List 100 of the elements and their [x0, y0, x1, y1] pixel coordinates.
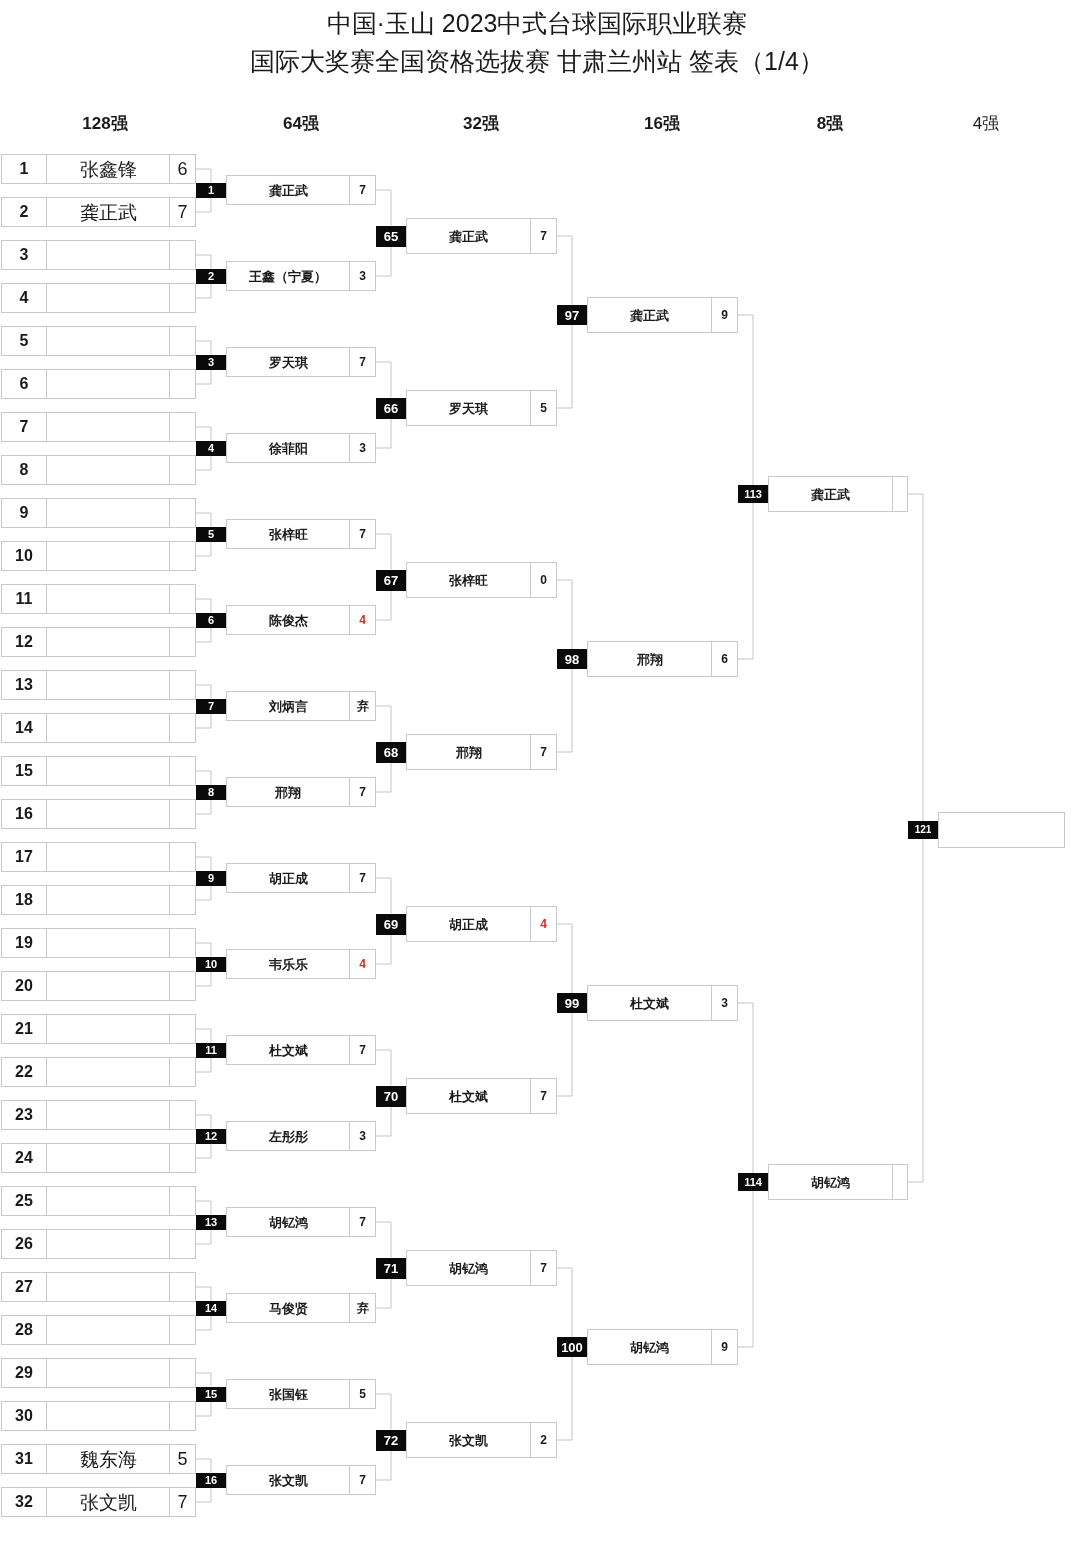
bracket-line	[737, 1002, 754, 1174]
match-number-badge: 98	[557, 649, 587, 669]
bracket-line	[375, 1278, 392, 1309]
round-header: 64强	[283, 114, 319, 134]
seed-number: 19	[14, 933, 34, 953]
bracket-line	[195, 1143, 212, 1159]
bracket-line	[375, 762, 392, 793]
player-name: 邢翔	[274, 783, 302, 802]
match-number-badge: 97	[557, 305, 587, 325]
bracket-line	[195, 1028, 212, 1043]
seed-number: 24	[14, 1148, 34, 1168]
player-name: 张文凯	[267, 1471, 309, 1490]
player-name: 龚正武	[46, 198, 169, 226]
seed-number: 23	[14, 1105, 34, 1125]
bracket-line	[556, 235, 573, 306]
player-name: 杜文斌	[447, 1087, 489, 1106]
bracket-line	[195, 971, 212, 987]
score: 7	[349, 176, 375, 204]
subtitle: 国际大奖赛全国资格选拔赛 甘肃兰州站 签表（1/4）	[250, 46, 824, 76]
player-name: 胡钇鸿	[448, 1259, 489, 1278]
score: 7	[349, 348, 375, 376]
score: 7	[349, 1466, 375, 1494]
seed-number: 21	[14, 1019, 34, 1039]
score: 3	[349, 434, 375, 462]
player-name: 陈俊杰	[267, 611, 309, 630]
bracket-line	[375, 1049, 392, 1086]
match-number-badge: 16	[196, 1472, 226, 1488]
match-number-badge: 12	[196, 1128, 226, 1144]
score: 0	[530, 563, 556, 597]
bracket-line	[195, 885, 212, 901]
match-number-badge: 99	[557, 993, 587, 1013]
bracket-line	[375, 1450, 392, 1481]
score: 5	[169, 1445, 195, 1473]
player-name: 张文凯	[448, 1431, 489, 1450]
score: 3	[711, 986, 737, 1020]
bracket-line	[195, 770, 212, 785]
bracket-line	[195, 168, 212, 183]
seed-number: 7	[18, 417, 30, 437]
bracket-line	[195, 1315, 212, 1331]
match-number-badge: 9	[196, 870, 226, 886]
player-name: 胡钇鸿	[629, 1338, 670, 1357]
score: 7	[530, 735, 556, 769]
seed-number: 27	[14, 1277, 34, 1297]
bracket-line	[195, 713, 212, 729]
bracket-line	[195, 627, 212, 643]
match-number-badge: 1	[196, 182, 226, 198]
bracket-line	[907, 493, 924, 822]
player-name: 胡正成	[267, 869, 309, 888]
player-name: 龚正武	[267, 181, 309, 200]
match-number-badge: 72	[376, 1429, 406, 1451]
score: 4	[349, 606, 375, 634]
bracket-line	[195, 369, 212, 385]
bracket-line	[195, 1057, 212, 1073]
bracket-line	[195, 1286, 212, 1301]
seed-number: 29	[14, 1363, 34, 1383]
seed-number: 13	[14, 675, 34, 695]
score: 7	[169, 1488, 195, 1516]
bracket-line	[195, 1487, 212, 1503]
match-number-badge: 8	[196, 784, 226, 800]
match-number-badge: 69	[376, 913, 406, 935]
player-name: 张梓旺	[267, 525, 309, 544]
player-name: 杜文斌	[628, 994, 670, 1013]
bracket-line	[195, 426, 212, 441]
player-name: 胡钇鸿	[267, 1213, 309, 1232]
score: 7	[530, 1079, 556, 1113]
bracket-line	[375, 590, 392, 621]
score: 2	[530, 1423, 556, 1457]
match-number-badge: 100	[557, 1337, 587, 1357]
seed-number: 20	[14, 976, 34, 996]
seed-number: 16	[14, 804, 34, 824]
bracket-line	[195, 1401, 212, 1417]
seed-number: 32	[14, 1492, 34, 1512]
match-number-badge: 70	[376, 1085, 406, 1107]
bracket-line	[195, 197, 212, 213]
bracket-line	[195, 942, 212, 957]
bracket-line	[907, 838, 924, 1183]
match-number-badge: 4	[196, 440, 226, 456]
player-name: 张鑫锋	[46, 155, 169, 183]
bracket-line	[556, 324, 573, 409]
match-number-badge: 13	[196, 1214, 226, 1230]
match-number-badge: 71	[376, 1257, 406, 1279]
seed-number: 10	[14, 546, 34, 566]
score: 弃	[349, 692, 375, 720]
bracket-line	[556, 1012, 573, 1097]
bracket-line	[375, 1106, 392, 1137]
match-number-badge: 10	[196, 956, 226, 972]
seed-number: 30	[14, 1406, 34, 1426]
match-number-badge: 5	[196, 526, 226, 542]
player-name: 张国钰	[267, 1385, 309, 1404]
player-name: 龚正武	[629, 306, 670, 325]
seed-number: 12	[14, 632, 34, 652]
bracket-line	[556, 668, 573, 753]
seed-number: 18	[14, 890, 34, 910]
player-name: 邢翔	[454, 743, 483, 762]
seed-number: 26	[14, 1234, 34, 1254]
seed-number: 31	[14, 1449, 34, 1469]
bracket-line	[375, 934, 392, 965]
bracket-line	[195, 340, 212, 355]
match-number-badge: 14	[196, 1300, 226, 1316]
seed-number: 15	[14, 761, 34, 781]
